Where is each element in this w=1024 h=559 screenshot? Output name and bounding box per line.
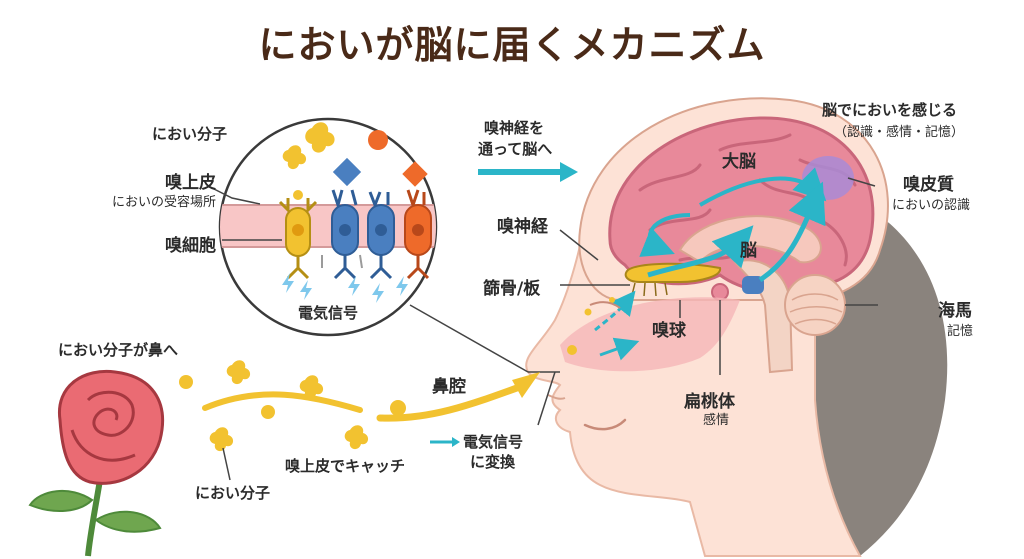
label-signal: 電気信号	[297, 304, 358, 322]
label-molecule-top: におい分子	[152, 125, 228, 143]
label-amygdala: 扁桃体	[684, 392, 735, 412]
label-ethmoid: 篩骨/板	[483, 279, 541, 299]
label-convert-2: に変換	[470, 453, 516, 471]
zoom-circle	[218, 117, 560, 373]
label-epithelium: 嗅上皮	[165, 173, 216, 193]
label-olfactory-cell: 嗅細胞	[165, 236, 216, 256]
hippocampus-cerebellum-shape	[784, 274, 846, 336]
label-molecule-bottom: におい分子	[195, 484, 271, 502]
label-hippocampus-sub: 記憶	[947, 324, 974, 339]
label-hippocampus: 海馬	[938, 301, 972, 321]
label-cavity: 鼻腔	[432, 377, 466, 397]
label-cerebrum: 大脳	[722, 152, 756, 172]
label-nerve-path-2: 通って脳へ	[478, 140, 553, 158]
nerve-path-arrow	[478, 162, 578, 182]
label-catch: 嗅上皮でキャッチ	[285, 457, 406, 475]
label-bulb: 嗅球	[652, 321, 686, 341]
label-convert-1: 電気信号	[463, 433, 524, 451]
head-illustration	[525, 97, 948, 557]
receptor-cell-icon	[278, 189, 432, 280]
label-amygdala-sub: 感情	[702, 413, 729, 428]
label-nerve-path-1: 嗅神経を	[484, 119, 545, 137]
label-epithelium-sub: においの受容場所	[111, 195, 216, 210]
rose-icon	[28, 369, 165, 557]
leader-lines	[211, 177, 878, 426]
label-perceive-1: 脳でにおいを感じる	[822, 101, 958, 119]
odor-molecule-stream	[179, 360, 540, 481]
odor-molecule-icon	[282, 122, 428, 200]
olfactory-bulb-shape	[624, 262, 721, 283]
electric-bolt-icon	[282, 273, 408, 303]
label-cortex: 嗅皮質	[903, 175, 954, 195]
label-olfactory-nerve: 嗅神経	[497, 217, 548, 237]
label-brain: 脳	[740, 241, 757, 261]
label-cortex-sub: においの認識	[892, 198, 971, 213]
signal-convert-arrow	[430, 437, 460, 447]
page-title: においが脳に届くメカニズム	[258, 23, 766, 67]
label-perceive-2: （認識・感情・記憶）	[834, 125, 965, 140]
label-to-nose: におい分子が鼻へ	[58, 341, 179, 359]
